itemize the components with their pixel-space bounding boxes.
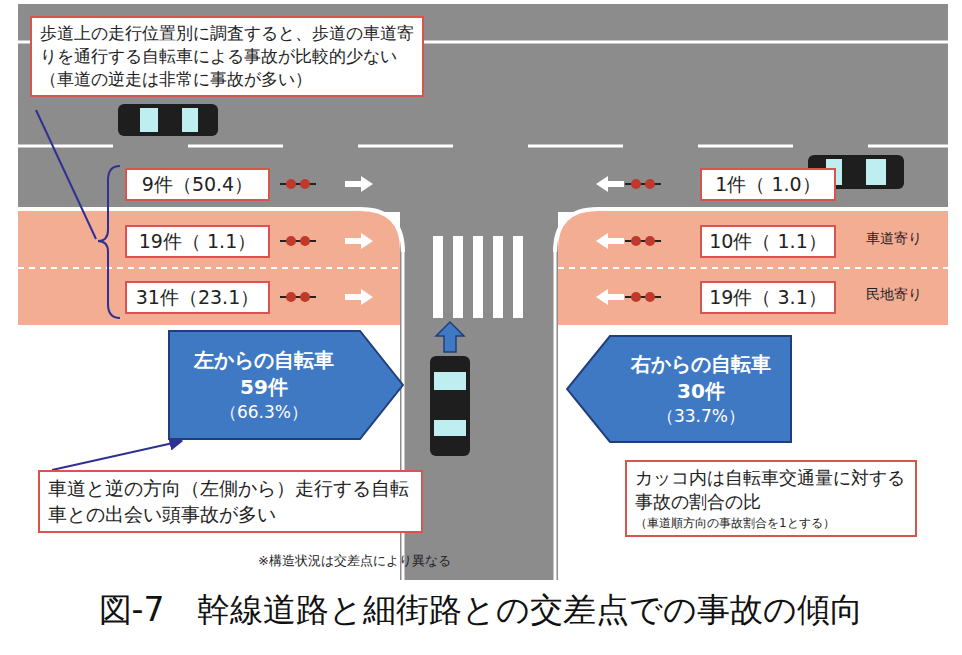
bicycle-icon — [280, 179, 316, 189]
bicycle-icon — [625, 236, 661, 246]
callout-box: カッコ内は自転車交通量に対する事故の割合の比（車道順方向の事故割合を1とする） — [625, 460, 917, 537]
heading: 左からの自転車 — [168, 347, 360, 374]
count-box: 19件（ 1.1） — [125, 225, 270, 258]
crosswalk — [433, 236, 523, 318]
direction-arrow-box: 右からの自転車30件（33.7%） — [566, 335, 792, 443]
bicycle-icon — [625, 179, 661, 189]
note-text: 9件（50.4） — [142, 172, 253, 198]
direction-arrow — [596, 289, 624, 305]
note-text: 歩道上の走行位置別に調査すると、歩道の車道寄りを通行する自転車による事故が比較的… — [40, 22, 414, 68]
note-text: 19件（ 3.1） — [709, 285, 826, 311]
note-text: （車道の逆走は非常に事故が多い） — [40, 68, 414, 91]
count-text: （33.7%） — [610, 405, 792, 428]
count-box: 10件（ 1.1） — [700, 225, 836, 258]
count-box: 1件（ 1.0） — [700, 168, 836, 201]
bicycle-icon — [280, 236, 316, 246]
sidewalk — [18, 210, 400, 325]
curb-line — [554, 250, 557, 580]
count-box: 9件（50.4） — [125, 168, 270, 201]
note-text: （車道順方向の事故割合を1とする） — [635, 515, 907, 531]
bicycle-icon — [280, 292, 316, 302]
count-text: 30件 — [610, 378, 792, 405]
count-box: 31件（23.1） — [125, 281, 270, 314]
leader-arrow — [52, 441, 182, 470]
direction-arrow — [436, 322, 464, 352]
zone-label: 民地寄り — [866, 286, 922, 304]
side-street — [400, 205, 558, 580]
lane-dashes — [18, 145, 948, 148]
callout-box: 車道と逆の方向（左側から）走行する自転車との出会い頭事故が多い — [38, 470, 423, 533]
bicycles — [280, 176, 661, 305]
note-text: カッコ内は自転車交通量に対する事故の割合の比 — [635, 466, 907, 515]
bracket — [98, 166, 120, 318]
direction-arrow — [596, 176, 624, 192]
direction-arrow — [345, 176, 373, 192]
note-text: 1件（ 1.0） — [715, 172, 820, 198]
count-text: 59件 — [168, 374, 360, 401]
sidewalk-divider — [558, 267, 948, 269]
bicycle-icon — [625, 292, 661, 302]
note-text: 19件（ 1.1） — [139, 229, 256, 255]
zone-label: 車道寄り — [866, 230, 922, 248]
note-text: 車道と逆の方向（左側から）走行する自転車との出会い頭事故が多い — [48, 476, 413, 527]
figure-caption: 図-7 幹線道路と細街路との交差点での事故の傾向 — [0, 588, 962, 633]
heading: 右からの自転車 — [610, 351, 792, 378]
direction-arrow-box: 左からの自転車59件（66.3%） — [168, 330, 404, 440]
main-road — [18, 4, 948, 212]
direction-arrow — [345, 289, 373, 305]
direction-arrow — [596, 233, 624, 249]
note-text: 31件（23.1） — [136, 285, 259, 311]
leader-line — [36, 110, 96, 239]
note-text: 10件（ 1.1） — [709, 229, 826, 255]
direction-arrow — [345, 233, 373, 249]
sidewalk-divider — [18, 267, 400, 269]
count-text: （66.3%） — [168, 401, 360, 424]
count-box: 19件（ 3.1） — [700, 281, 836, 314]
sidewalk — [558, 210, 948, 325]
car — [430, 356, 470, 456]
note: ※構造状況は交差点により異なる — [258, 552, 451, 570]
car — [118, 104, 218, 136]
callout-box: 歩道上の走行位置別に調査すると、歩道の車道寄りを通行する自転車による事故が比較的… — [30, 16, 424, 97]
